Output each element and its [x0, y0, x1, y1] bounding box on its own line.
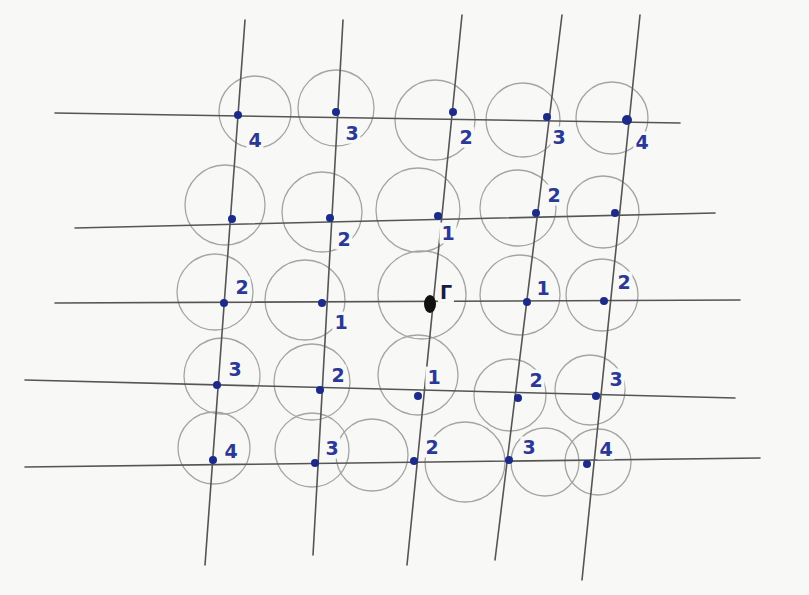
atom-circles [177, 70, 648, 502]
shell-number: 2 [329, 365, 346, 386]
origin-point [424, 295, 436, 313]
origin-label: Γ [438, 282, 454, 303]
shell-number: 3 [520, 437, 537, 458]
shell-number: 2 [335, 229, 352, 250]
shell-number: 4 [246, 130, 263, 151]
shell-number: 4 [597, 439, 614, 460]
shell-number: 3 [607, 369, 624, 390]
shell-number: 2 [423, 437, 440, 458]
shell-number: 1 [332, 312, 349, 333]
shell-number: 3 [550, 127, 567, 148]
shell-number: 2 [527, 370, 544, 391]
grid-lines [25, 15, 760, 580]
shell-number: 2 [233, 277, 250, 298]
shell-number: 1 [534, 278, 551, 299]
shell-number: 4 [633, 132, 650, 153]
shell-number: 1 [439, 223, 456, 244]
shell-number: 2 [457, 127, 474, 148]
shell-number: 3 [323, 438, 340, 459]
shell-number: 2 [545, 185, 562, 206]
shell-number: 1 [425, 367, 442, 388]
shell-number: 2 [615, 272, 632, 293]
shell-number: 3 [343, 123, 360, 144]
shell-number: 4 [222, 441, 239, 462]
shell-number: 3 [226, 359, 243, 380]
lattice-points [209, 108, 632, 468]
